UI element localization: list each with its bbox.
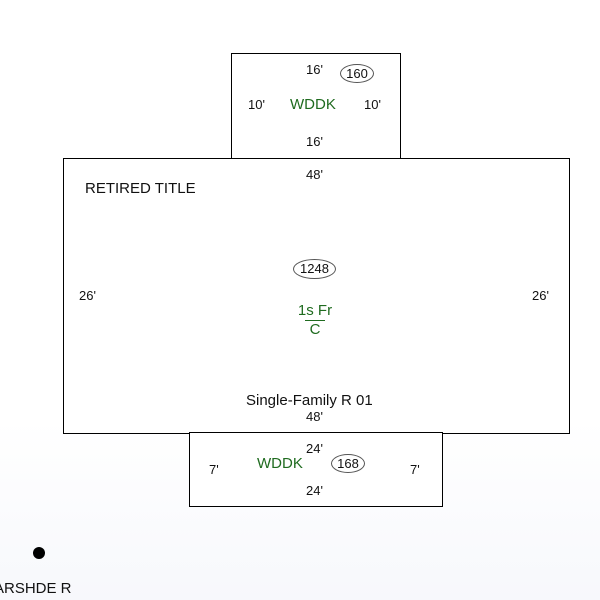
top-deck-dim-right: 10' — [364, 97, 381, 112]
main-title: RETIRED TITLE — [85, 180, 196, 197]
bottom-deck-dim-top: 24' — [306, 441, 323, 456]
main-dim-right: 26' — [532, 288, 549, 303]
bottom-deck-dim-bottom: 24' — [306, 483, 323, 498]
bottom-deck-dim-left: 7' — [209, 462, 219, 477]
main-floor-code-divider — [305, 320, 325, 321]
main-dim-top: 48' — [306, 167, 323, 182]
street-marker-dot[interactable] — [33, 547, 45, 559]
bottom-deck-dim-right: 7' — [410, 462, 420, 477]
main-floor-code-top: 1s Fr — [297, 302, 333, 319]
main-floor-code-bottom: C — [309, 321, 321, 338]
main-floor-code: 1s Fr C — [290, 302, 340, 338]
main-occupancy-label: Single-Family R 01 — [246, 392, 373, 409]
top-deck-dim-left: 10' — [248, 97, 265, 112]
bottom-deck-label: WDDK — [257, 455, 303, 472]
bottom-deck-area-badge: 168 — [331, 454, 365, 473]
top-deck-dim-top: 16' — [306, 62, 323, 77]
top-deck-dim-bottom: 16' — [306, 134, 323, 149]
street-label: ARSHDE R — [0, 580, 72, 597]
main-structure-outline[interactable] — [63, 158, 570, 434]
main-dim-left: 26' — [79, 288, 96, 303]
main-dim-bottom: 48' — [306, 409, 323, 424]
main-area-badge: 1248 — [293, 259, 336, 279]
top-deck-area-badge: 160 — [340, 64, 374, 83]
bottom-deck-outline[interactable] — [189, 432, 443, 507]
top-deck-label: WDDK — [290, 96, 336, 113]
